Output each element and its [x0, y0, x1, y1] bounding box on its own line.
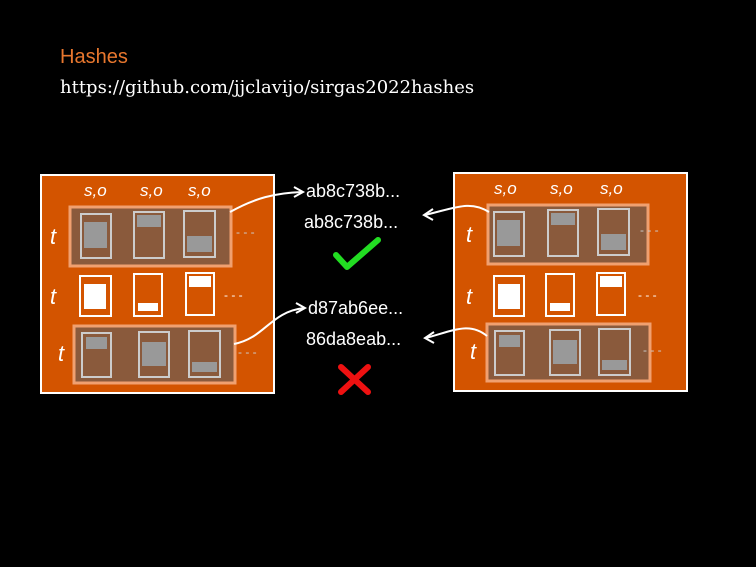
right-r2-cell-3 — [596, 272, 626, 316]
cross-icon — [338, 364, 371, 395]
slide-title: Hashes — [60, 46, 128, 68]
left-r2-cell-3 — [185, 272, 215, 316]
right-col-label-1: s,o — [494, 179, 517, 198]
arrow-left-mismatch — [233, 307, 305, 345]
right-row-3-label: t — [470, 339, 477, 364]
left-r3-ellipsis: - - - — [238, 345, 257, 359]
left-col-label-2: s,o — [140, 181, 163, 200]
right-panel: s,o s,o s,o t - - - t - - - t - - - — [453, 172, 688, 392]
right-r1-ellipsis: - - - — [640, 223, 659, 237]
right-r2-cell-2 — [545, 273, 575, 317]
right-r2-cell-1 — [493, 275, 525, 317]
right-r3-cell-2 — [549, 329, 581, 376]
left-col-label-3: s,o — [188, 181, 211, 200]
left-row-1-label: t — [50, 224, 57, 249]
left-r1-cell-3 — [183, 210, 216, 258]
right-col-label-2: s,o — [550, 179, 573, 198]
left-row-3-label: t — [58, 341, 65, 366]
right-r1-cell-1 — [493, 211, 525, 257]
arrow-right-mismatch — [425, 327, 488, 339]
arrows — [229, 186, 490, 345]
right-row-2-label: t — [466, 284, 473, 309]
left-col-label-1: s,o — [84, 181, 107, 200]
hash-match-left: ab8c738b... — [306, 181, 401, 201]
left-r3-cell-2 — [138, 331, 170, 378]
right-r1-cell-2 — [547, 209, 579, 257]
left-r2-ellipsis: - - - — [224, 288, 243, 302]
check-icon — [333, 237, 381, 270]
right-r3-ellipsis: - - - — [643, 343, 662, 357]
arrow-right-match — [424, 204, 490, 216]
left-row-2-label: t — [50, 284, 57, 309]
left-r2-cell-1 — [79, 275, 112, 317]
right-r3-cell-3 — [598, 328, 631, 376]
left-r1-cell-2 — [133, 211, 165, 259]
right-r3-cell-1 — [494, 330, 525, 376]
right-r1-cell-3 — [597, 208, 630, 256]
right-row-1-label: t — [466, 222, 473, 247]
arrow-left-match — [229, 191, 303, 213]
hash-match-right: ab8c738b... — [304, 212, 399, 232]
left-r3-cell-3 — [188, 330, 221, 378]
left-r1-ellipsis: - - - — [236, 225, 255, 239]
right-r2-ellipsis: - - - — [638, 288, 657, 302]
left-panel: s,o s,o s,o t - - - t - - - t - - - — [40, 174, 275, 394]
left-r2-cell-2 — [133, 273, 163, 317]
hash-mismatch-right: 86da8eab... — [306, 329, 402, 349]
right-col-label-3: s,o — [600, 179, 623, 198]
left-r3-cell-1 — [81, 332, 112, 378]
hash-mismatch-left: d87ab6ee... — [308, 298, 404, 318]
left-r1-cell-1 — [80, 213, 112, 259]
repo-url[interactable]: https://github.com/jjclavijo/sirgas2022h… — [60, 77, 475, 98]
